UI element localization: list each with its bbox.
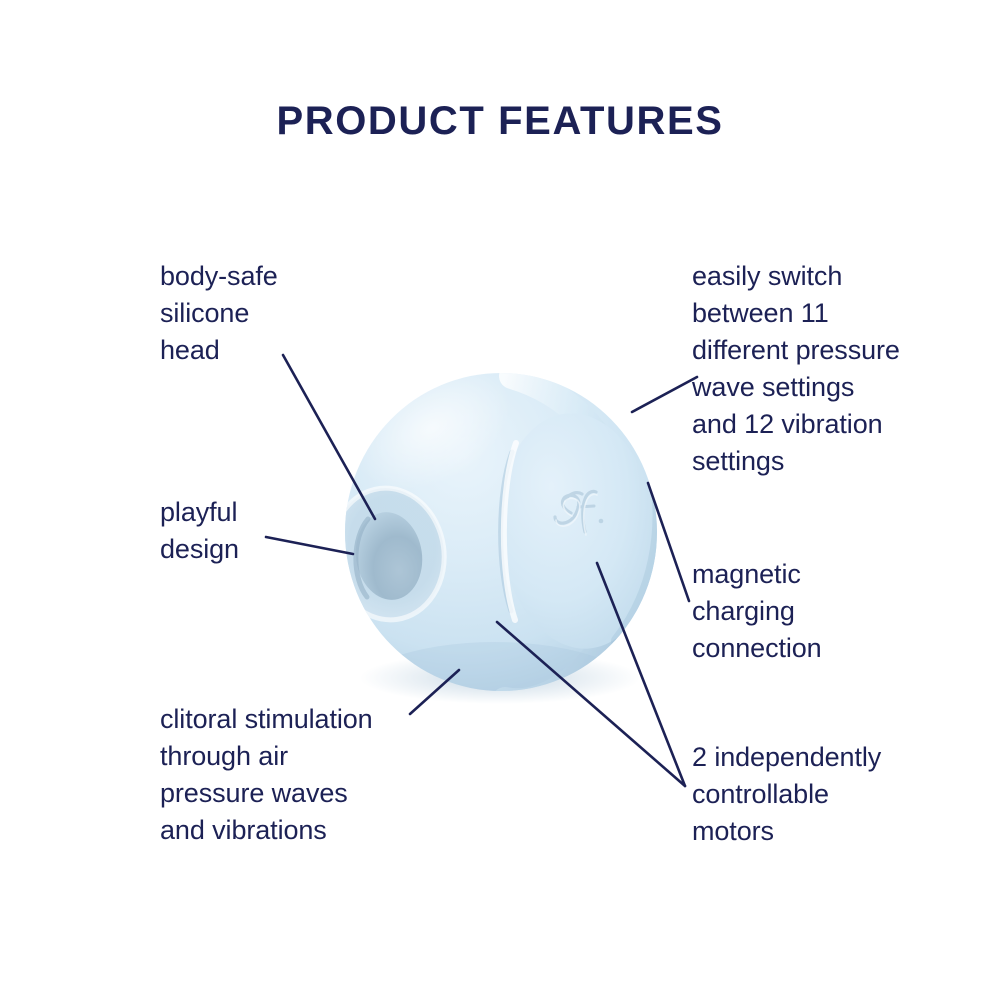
callout-pressure-wave-and-vibration-settings: easily switch between 11 different press… (692, 261, 900, 476)
page-title: PRODUCT FEATURES (276, 99, 724, 143)
sf-logo-icon (553, 489, 604, 536)
leader-line-body-safe-silicone-head (281, 353, 377, 521)
callout-body-safe-silicone-head: body-safe silicone head (160, 261, 278, 365)
callout-two-controllable-motors: 2 independently controllable motors (692, 742, 882, 846)
leader-line-motors-upper (595, 561, 687, 788)
leader-line-magnetic-charging (646, 481, 691, 603)
leader-lines (264, 353, 699, 788)
nozzle-inner-shadow (353, 516, 371, 600)
control-panel-face (499, 413, 657, 649)
leader-line-clitoral-stimulation (408, 668, 461, 716)
callout-playful-design: playful design (160, 497, 239, 564)
leader-line-motors-lower (495, 620, 687, 788)
nozzle-opening (355, 512, 423, 600)
callout-magnetic-charging-connection: magnetic charging connection (692, 559, 822, 663)
nozzle-crater-rim (345, 485, 447, 623)
callout-clitoral-stimulation: clitoral stimulation through air pressur… (160, 704, 373, 845)
leader-line-pressure-wave-settings (630, 375, 699, 414)
panel-inner-edge-highlight (500, 440, 519, 623)
leader-line-playful-design (264, 535, 355, 556)
